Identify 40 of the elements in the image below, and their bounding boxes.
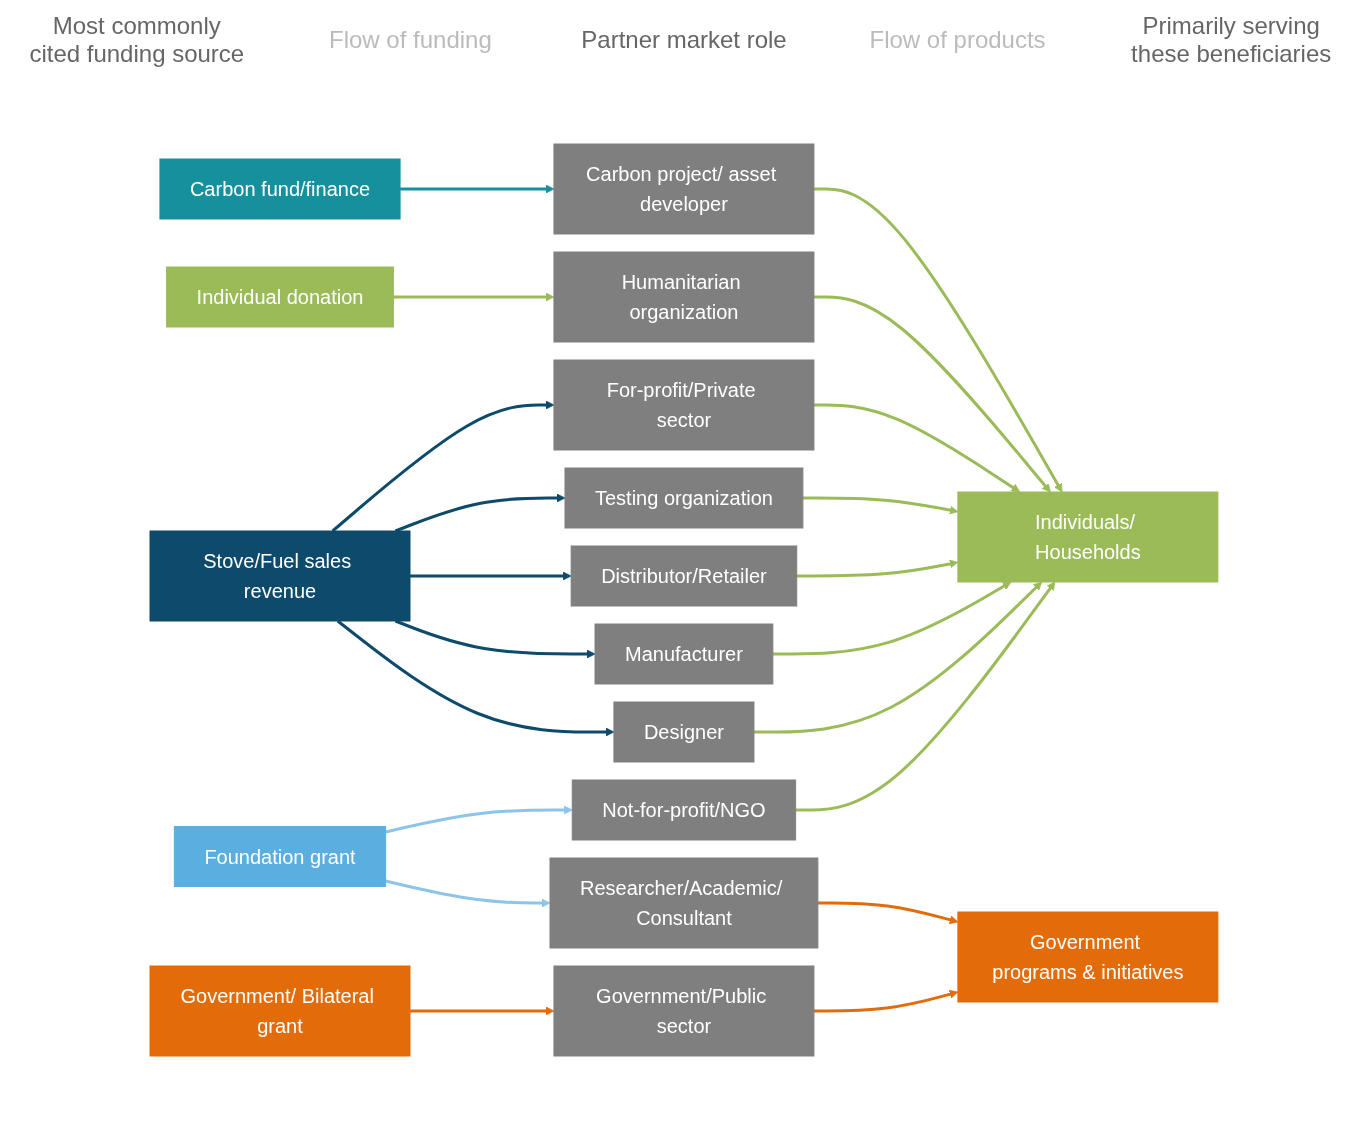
node-box: Carbon fund/finance [159,158,401,220]
node-box: Humanitarian organization [553,251,815,343]
arrow [814,403,1021,493]
node-box: Manufacturer [594,623,774,685]
node-box: Foundation grant [173,826,387,887]
node-box: Testing organization [564,467,804,529]
arrow [385,879,551,908]
node-box: Individual donation [166,266,394,328]
flow-heading: Flow of funding [328,26,493,54]
node-box: Stove/Fuel sales revenue [149,530,411,622]
arrow [772,581,1012,656]
node-box: Government/Public sector [553,965,815,1057]
arrow [754,581,1043,734]
arrow [410,1006,555,1016]
node-box: Distributor/Retailer [570,545,798,607]
column-heading: Primarily serving these beneficiaries [1130,12,1333,68]
node-box: Researcher/Academic/ Consultant [549,857,819,949]
arrow [814,295,1051,493]
arrow [385,805,573,834]
arrow [393,292,555,302]
node-box: Carbon project/ asset developer [553,143,815,235]
node-box: Not-for-profit/NGO [571,779,797,841]
arrow [817,901,959,925]
node-box: Government programs & initiatives [957,911,1219,1003]
node-box: Designer [613,701,755,763]
arrow [331,400,555,533]
column-heading: Partner market role [580,26,788,54]
arrow [400,184,555,194]
node-box: For-profit/Private sector [553,359,815,451]
arrow [814,187,1063,493]
node-box: Government/ Bilateral grant [149,965,411,1057]
arrow [795,581,1056,812]
node-box: Individuals/ Households [957,491,1219,583]
arrow [394,493,566,533]
flow-heading: Flow of products [868,26,1047,54]
arrow [802,496,959,515]
column-heading: Most commonly cited funding source [28,12,246,68]
arrow [814,989,959,1013]
arrow [796,559,959,578]
arrow [410,571,572,581]
